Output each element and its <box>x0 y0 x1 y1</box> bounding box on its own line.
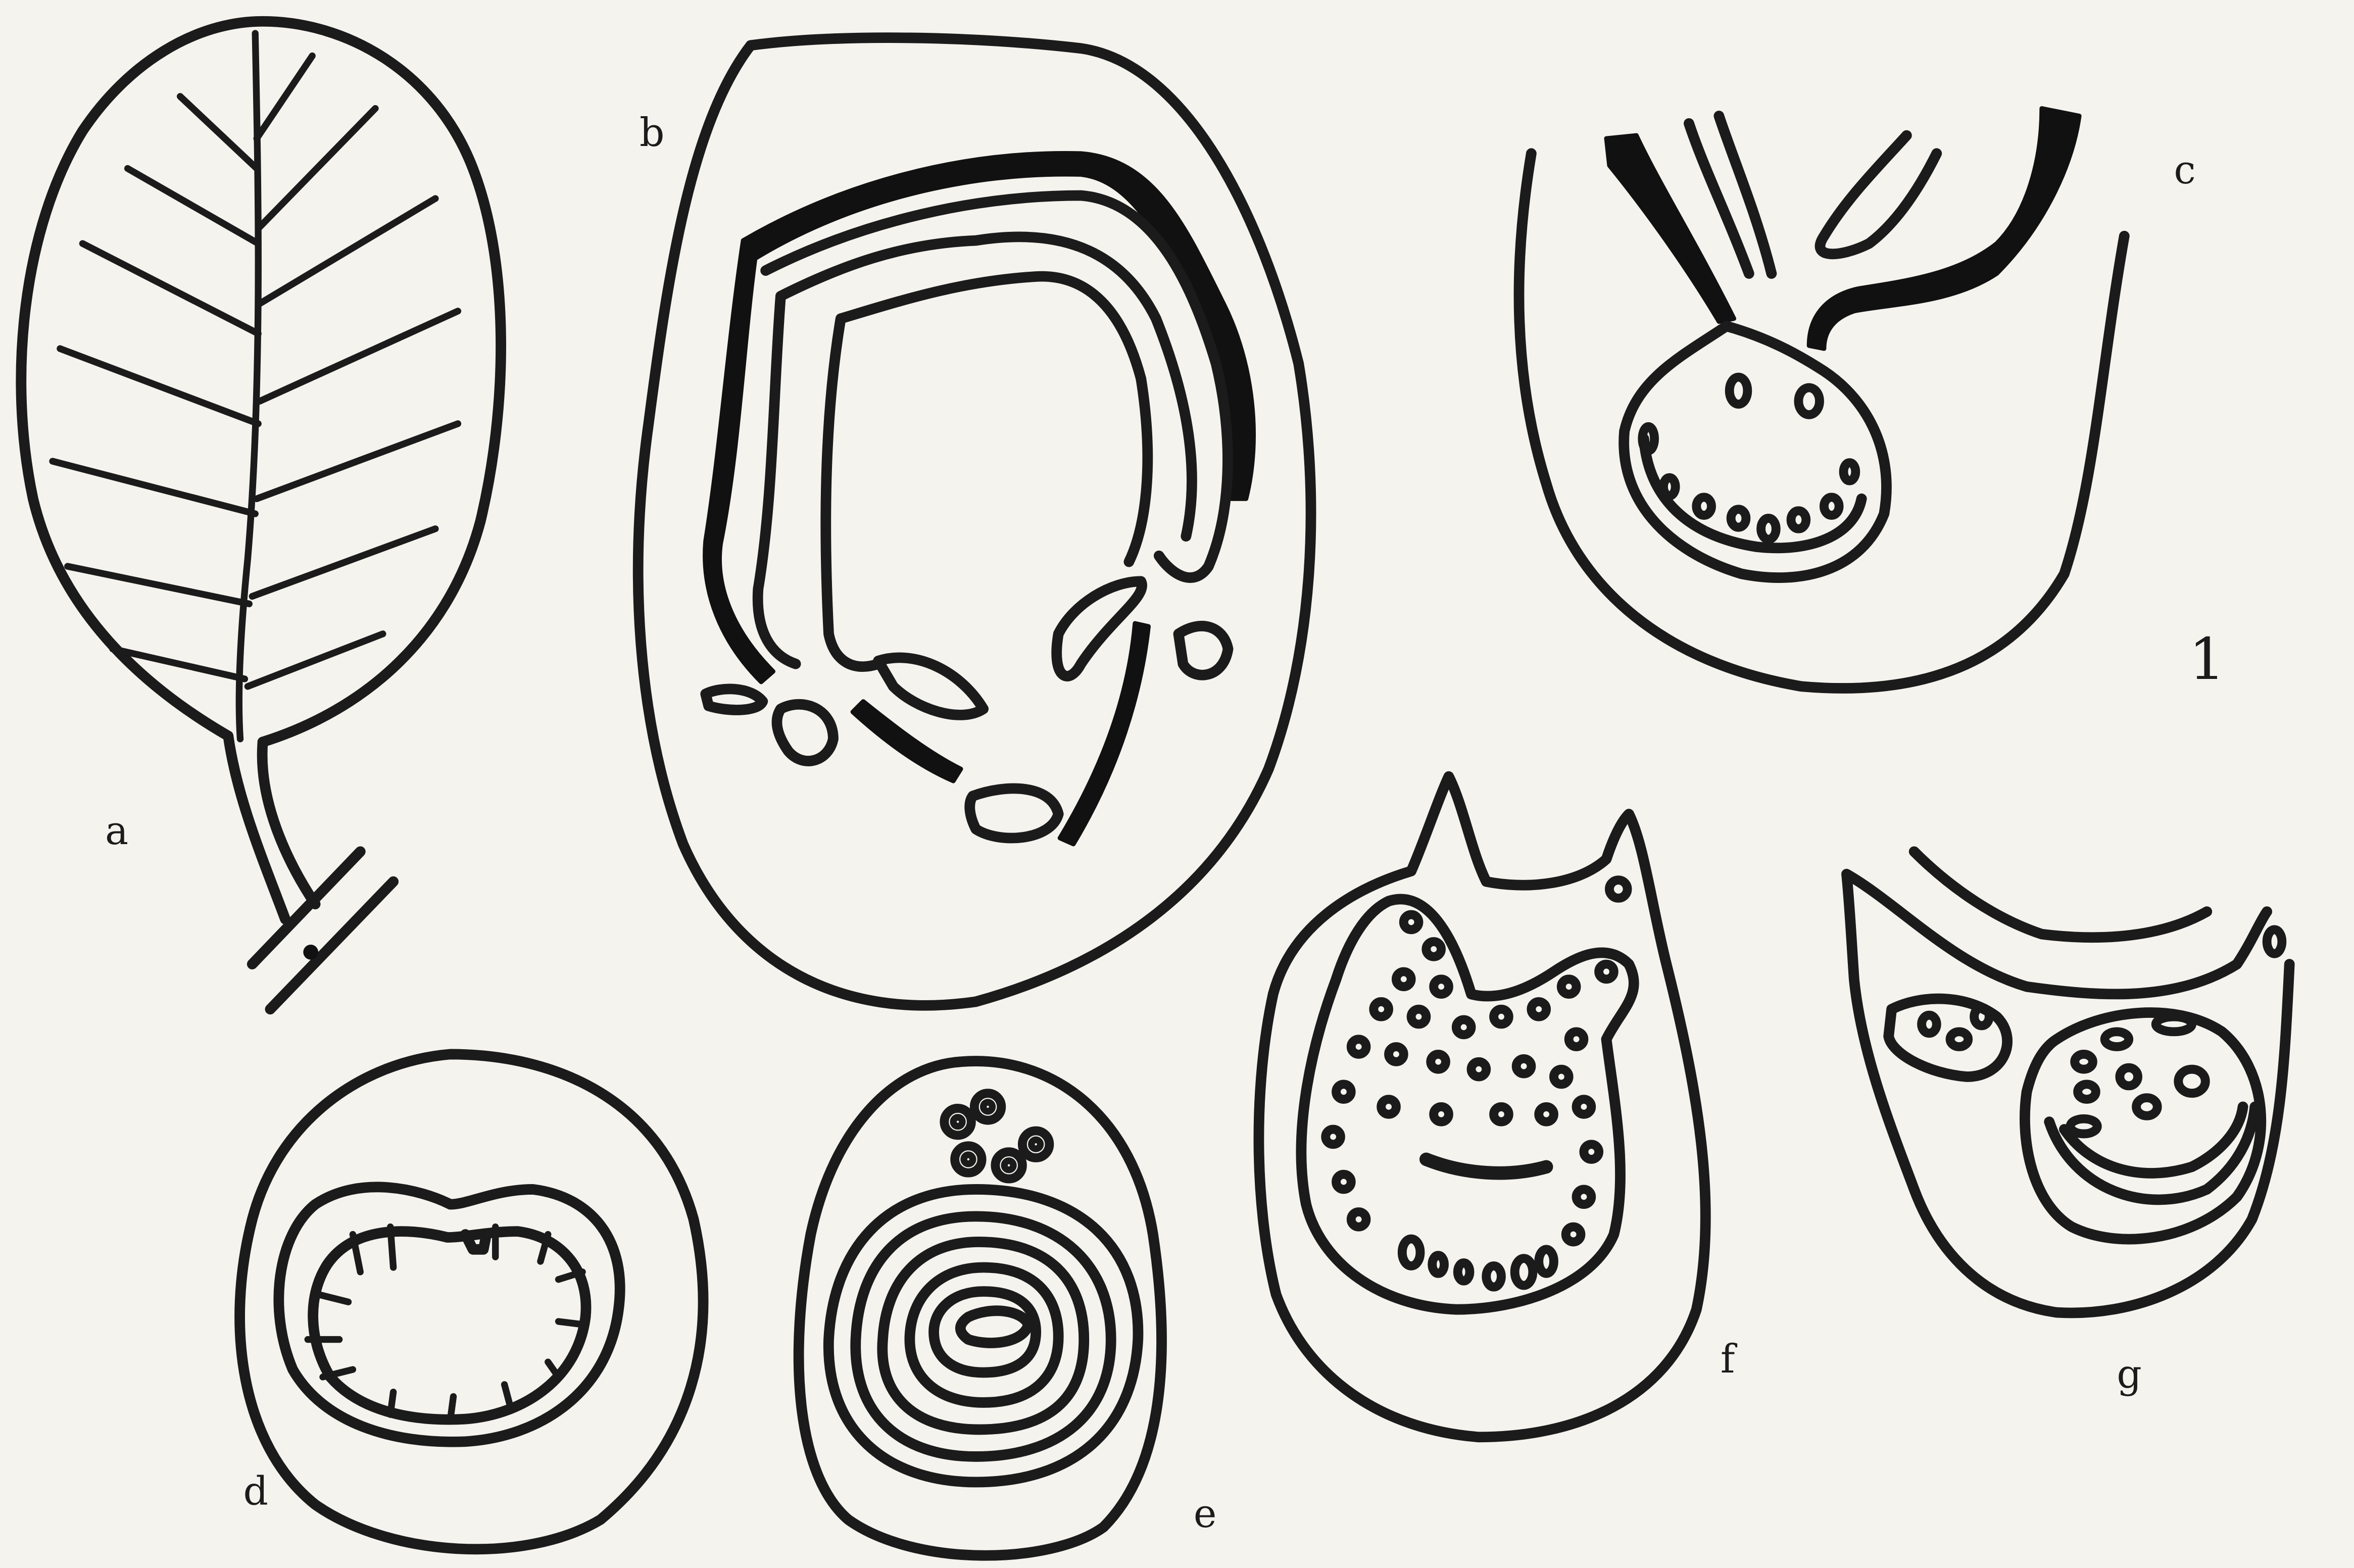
section-f-apex-pore <box>1609 880 1628 898</box>
panel-label-a: a <box>105 808 128 854</box>
section-g-pore <box>2267 929 2282 954</box>
section-c-dark-arm-right <box>1809 109 2079 349</box>
section-f-outline <box>1259 776 1705 1437</box>
section-g-rim <box>1914 852 2207 938</box>
panel-a-leaf <box>21 21 501 1009</box>
panel-label-f: f <box>1721 1337 1738 1382</box>
section-g-right-bundles <box>2070 1017 2205 1134</box>
panel-label-g: g <box>2117 1352 2141 1397</box>
plate-number: 1 <box>2189 626 2225 693</box>
panel-f-section <box>1259 776 1705 1437</box>
panel-d-section <box>240 1054 703 1549</box>
section-b-trace-4 <box>1179 626 1228 675</box>
section-b-dark-band <box>705 153 1254 681</box>
section-f-bundles <box>1326 915 1614 1287</box>
section-b-trace-1 <box>706 689 763 710</box>
panel-c-section <box>1519 109 2124 689</box>
panel-label-d: d <box>243 1469 268 1514</box>
section-b-trace-2 <box>777 704 833 761</box>
leaf-petiole <box>228 736 315 919</box>
section-c-vascular-body <box>1624 326 1887 578</box>
section-b-trace-5 <box>878 581 1142 715</box>
section-c-dark-arm-left <box>1606 135 1734 322</box>
section-f-vascular-body <box>1301 899 1634 1309</box>
panel-e-section <box>799 1061 1161 1556</box>
panel-label-b: b <box>640 110 664 156</box>
section-d-ring-inner <box>313 1232 586 1419</box>
panel-label-c: c <box>2174 148 2195 193</box>
section-g-left-bundles <box>1922 1008 1989 1047</box>
panel-label-e: e <box>1194 1491 1217 1537</box>
section-e-small-bundles <box>944 1093 1049 1179</box>
panel-g-section <box>1846 852 2289 1313</box>
section-e-concentric-rings <box>828 1189 1138 1482</box>
section-b-trace-3 <box>970 789 1058 838</box>
section-c-strands <box>1689 116 1936 273</box>
leaf-node-dot <box>303 945 318 960</box>
section-f-arc <box>1426 1159 1546 1173</box>
panel-b-section <box>638 38 1311 1006</box>
